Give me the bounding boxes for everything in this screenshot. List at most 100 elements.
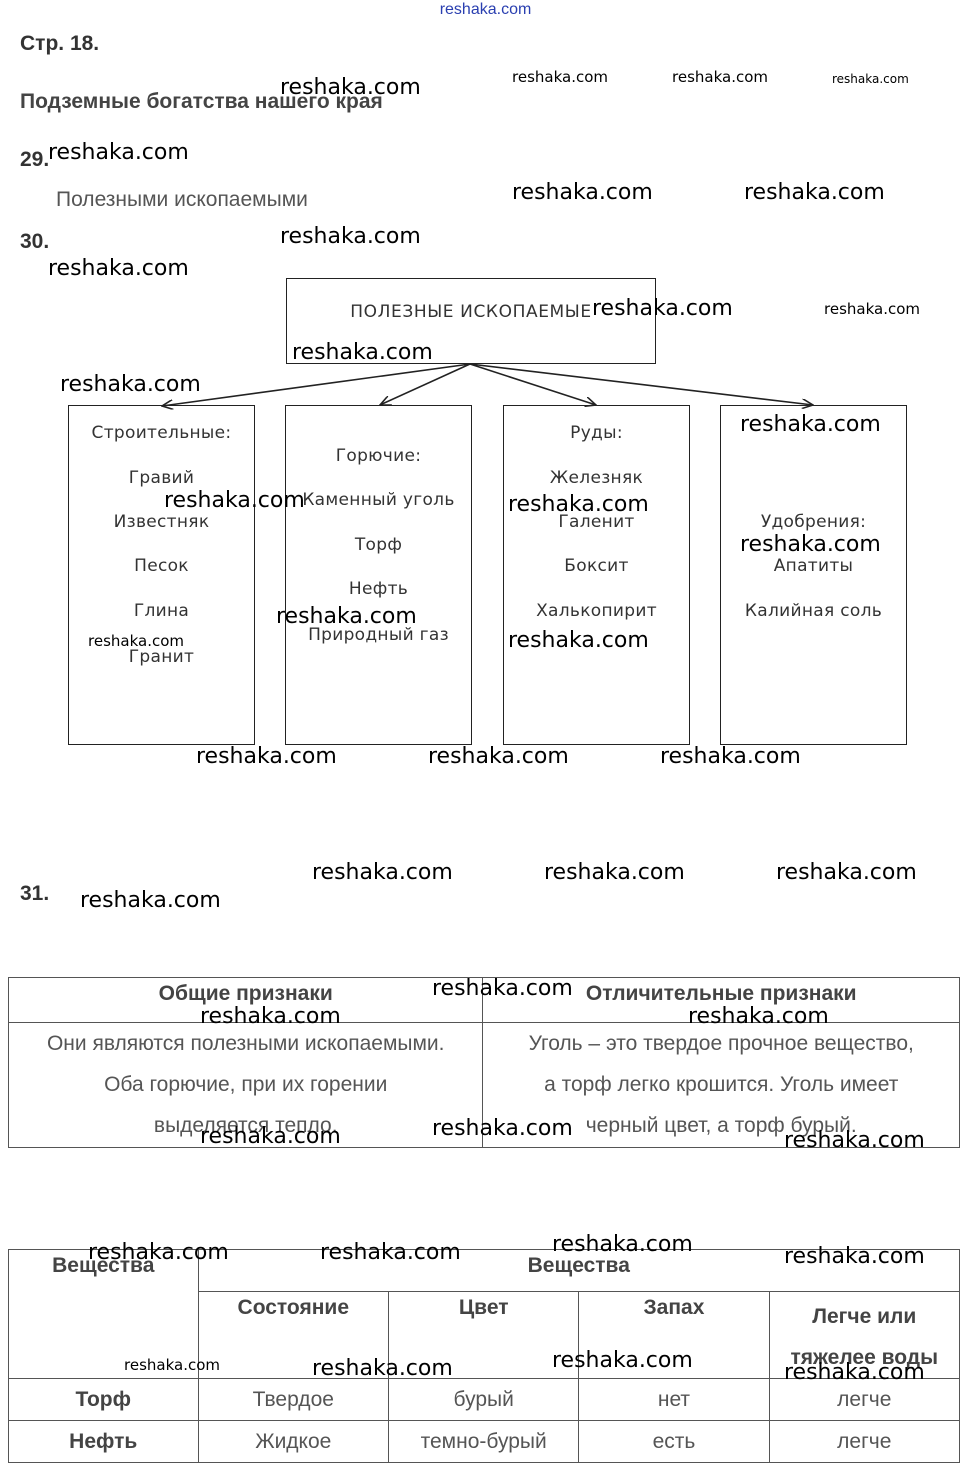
watermark: reshaka.com: [432, 976, 573, 1001]
watermark: reshaka.com: [432, 1116, 573, 1141]
table-cell: Твердое: [197, 1378, 390, 1421]
fuel-item: Торф: [354, 535, 403, 555]
diagram-box-fuel: [285, 405, 472, 745]
watermark: reshaka.com: [744, 180, 885, 205]
fuel-title: Горючие:: [335, 446, 422, 466]
watermark: reshaka.com: [312, 860, 453, 885]
diagram-box-building: [68, 405, 255, 745]
arrow-to-fertilizers: [469, 363, 813, 405]
watermark: reshaka.com: [80, 888, 221, 913]
table-cell: темно-бурый: [388, 1420, 580, 1463]
watermark: reshaka.com: [740, 532, 881, 557]
watermark: reshaka.com: [48, 140, 189, 165]
question-30-number: 30.: [20, 230, 50, 253]
common-features-header: Общие признаки: [7, 977, 484, 1023]
diagram-arrows: [0, 363, 971, 760]
arrow-to-fuel: [380, 363, 471, 405]
watermark: reshaka.com: [552, 1348, 693, 1373]
watermark: reshaka.com: [508, 628, 649, 653]
properties-table: Вещества Вещества Состояние Цвет Запах Л…: [8, 1249, 961, 1463]
ores-item: Железняк: [549, 468, 644, 488]
watermark: reshaka.com: [544, 860, 685, 885]
watermark: reshaka.com: [688, 1004, 829, 1029]
watermark: reshaka.com: [124, 1356, 220, 1374]
differences-header: Отличительные признаки: [482, 977, 960, 1023]
page-reference: Стр. 18.: [20, 32, 100, 55]
building-item: Гравий: [128, 468, 195, 488]
watermark: reshaka.com: [48, 256, 189, 281]
watermark: reshaka.com: [508, 492, 649, 517]
building-item: Известняк: [113, 512, 210, 532]
watermark: reshaka.com: [280, 224, 421, 249]
watermark: reshaka.com: [552, 1232, 693, 1257]
difference-line: а торф легко крошится. Уголь имеет: [544, 1073, 899, 1096]
question-29-number: 29.: [20, 148, 50, 171]
table-cell: есть: [578, 1420, 770, 1463]
diagram-box-ores: [503, 405, 690, 745]
watermark: reshaka.com: [88, 632, 184, 650]
watermark: reshaka.com: [512, 68, 608, 86]
substance-group-header: Вещества: [197, 1249, 960, 1292]
site-header-link[interactable]: reshaka.com: [439, 1, 532, 18]
comparison-table: Общие признаки Отличительные признаки Он…: [7, 977, 960, 1148]
watermark: reshaka.com: [824, 300, 920, 318]
table-cell: бурый: [388, 1378, 580, 1421]
watermark: reshaka.com: [312, 1356, 453, 1381]
fertilizers-item: Калийная соль: [744, 601, 883, 621]
watermark: reshaka.com: [292, 340, 433, 365]
ores-item: Халькопирит: [536, 601, 657, 621]
watermark: reshaka.com: [200, 1124, 341, 1149]
watermark: reshaka.com: [672, 68, 768, 86]
watermark: reshaka.com: [784, 1128, 925, 1153]
diagram-root-label: ПОЛЕЗНЫЕ ИСКОПАЕМЫЕ: [350, 302, 592, 322]
substance-row-header: Вещества: [8, 1249, 199, 1379]
watermark: reshaka.com: [784, 1244, 925, 1269]
watermark: reshaka.com: [592, 296, 733, 321]
arrow-to-ores: [469, 363, 596, 405]
watermark: reshaka.com: [60, 372, 201, 397]
watermark: reshaka.com: [740, 412, 881, 437]
common-line: Они являются полезными ископаемыми.: [46, 1032, 445, 1055]
table-cell: нет: [578, 1378, 770, 1421]
common-features-cell: Они являются полезными ископаемыми. Оба …: [7, 1022, 484, 1148]
building-item: Гранит: [128, 647, 195, 667]
question-29-answer: Полезными ископаемыми: [56, 188, 308, 211]
watermark: reshaka.com: [660, 744, 801, 769]
building-item: Глина: [133, 601, 190, 621]
building-item: Песок: [134, 556, 189, 576]
watermark: reshaka.com: [320, 1240, 461, 1265]
diagram-root-box: [286, 278, 656, 364]
fuel-item: Нефть: [348, 579, 409, 599]
watermark: reshaka.com: [776, 860, 917, 885]
question-31-number: 31.: [20, 882, 50, 905]
watermark: reshaka.com: [276, 604, 417, 629]
ores-item: Боксит: [564, 556, 629, 576]
difference-line: Уголь – это твердое прочное вещество,: [528, 1032, 914, 1055]
watermark: reshaka.com: [784, 1360, 925, 1385]
table-cell: легче: [768, 1420, 961, 1463]
watermark: reshaka.com: [164, 488, 305, 513]
common-line: выделяется тепло.: [153, 1114, 338, 1137]
table-cell: Жидкое: [197, 1420, 390, 1463]
row-label-peat: Торф: [8, 1378, 199, 1421]
arrow-to-building: [162, 363, 471, 406]
difference-line: черный цвет, а торф бурый.: [585, 1114, 857, 1137]
topic-title: Подземные богатства нашего края: [20, 90, 383, 113]
column-header-state: Состояние: [197, 1291, 390, 1379]
fertilizers-item: Апатиты: [773, 556, 854, 576]
fuel-item: Каменный уголь: [302, 490, 455, 510]
differences-cell: Уголь – это твердое прочное вещество, а …: [482, 1022, 960, 1148]
column-header-density: Легче или тяжелее воды: [768, 1291, 961, 1379]
common-line: Оба горючие, при их горении: [104, 1073, 388, 1096]
watermark: reshaka.com: [832, 72, 909, 86]
watermark: reshaka.com: [280, 75, 421, 100]
fertilizers-title: Удобрения:: [760, 512, 867, 532]
row-label-oil: Нефть: [8, 1420, 199, 1463]
watermark: reshaka.com: [200, 1004, 341, 1029]
watermark: reshaka.com: [512, 180, 653, 205]
watermark: reshaka.com: [196, 744, 337, 769]
diagram-box-fertilizers: [720, 405, 907, 745]
building-title: Строительные:: [91, 423, 232, 443]
watermark: reshaka.com: [428, 744, 569, 769]
ores-title: Руды:: [570, 423, 623, 443]
